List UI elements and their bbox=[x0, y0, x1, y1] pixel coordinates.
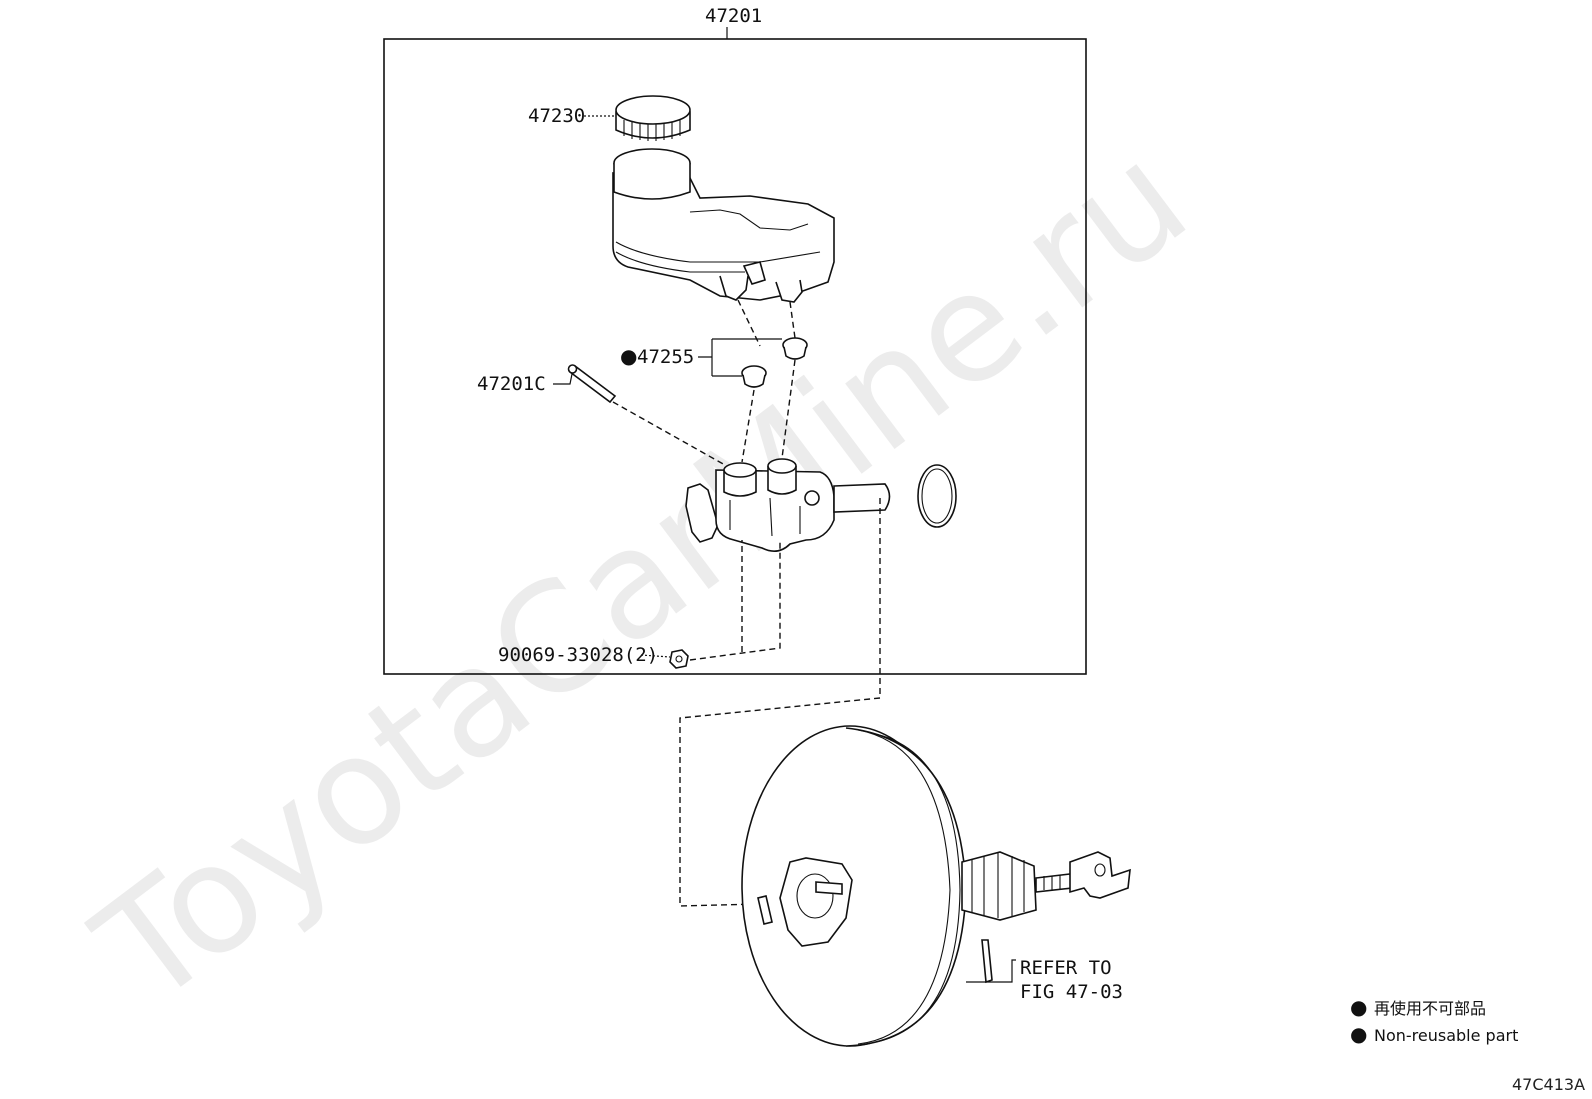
dashed-nut-path bbox=[689, 540, 781, 661]
legend-bullet-ja: ● bbox=[1350, 995, 1367, 1019]
callout-47201c[interactable]: 47201C bbox=[477, 373, 546, 395]
legend-english: Non-reusable part bbox=[1374, 1026, 1518, 1045]
dashed-cylinder-to-booster bbox=[679, 498, 881, 907]
o-ring-inner bbox=[921, 468, 953, 524]
refer-leader bbox=[966, 959, 1016, 983]
pin bbox=[567, 364, 617, 404]
pin-leader bbox=[553, 373, 573, 385]
reservoir-tank bbox=[612, 148, 835, 303]
refer-fig-label[interactable]: FIG 47-03 bbox=[1020, 981, 1123, 1003]
figure-id: 47C413A bbox=[1512, 1075, 1585, 1094]
callout-90069-33028[interactable]: 90069-33028(2) bbox=[498, 644, 658, 666]
assembly-box bbox=[383, 38, 1087, 675]
callout-47201[interactable]: 47201 bbox=[705, 5, 762, 27]
grommet-lower bbox=[741, 365, 767, 388]
master-cylinder bbox=[685, 458, 891, 552]
legend-japanese: 再使用不可部品 bbox=[1374, 999, 1486, 1018]
dashed-grommet-to-cylinder bbox=[741, 359, 796, 463]
legend-bullet-en: ● bbox=[1350, 1022, 1367, 1046]
o-ring bbox=[917, 464, 957, 528]
nut bbox=[669, 649, 689, 669]
refer-to-label[interactable]: REFER TO bbox=[1020, 957, 1112, 979]
nut-leader bbox=[640, 654, 671, 658]
pin-dashed-line bbox=[612, 401, 726, 466]
dashed-reservoir-to-grommet bbox=[737, 299, 796, 347]
grommet-leader bbox=[698, 338, 782, 377]
brake-booster bbox=[741, 725, 1131, 1047]
callout-47255[interactable]: 47255 bbox=[637, 346, 694, 368]
grommet-upper bbox=[782, 337, 808, 360]
non-reusable-mark-47255: ● bbox=[620, 344, 637, 368]
callout-47230[interactable]: 47230 bbox=[528, 105, 585, 127]
reservoir-cap bbox=[615, 95, 691, 141]
